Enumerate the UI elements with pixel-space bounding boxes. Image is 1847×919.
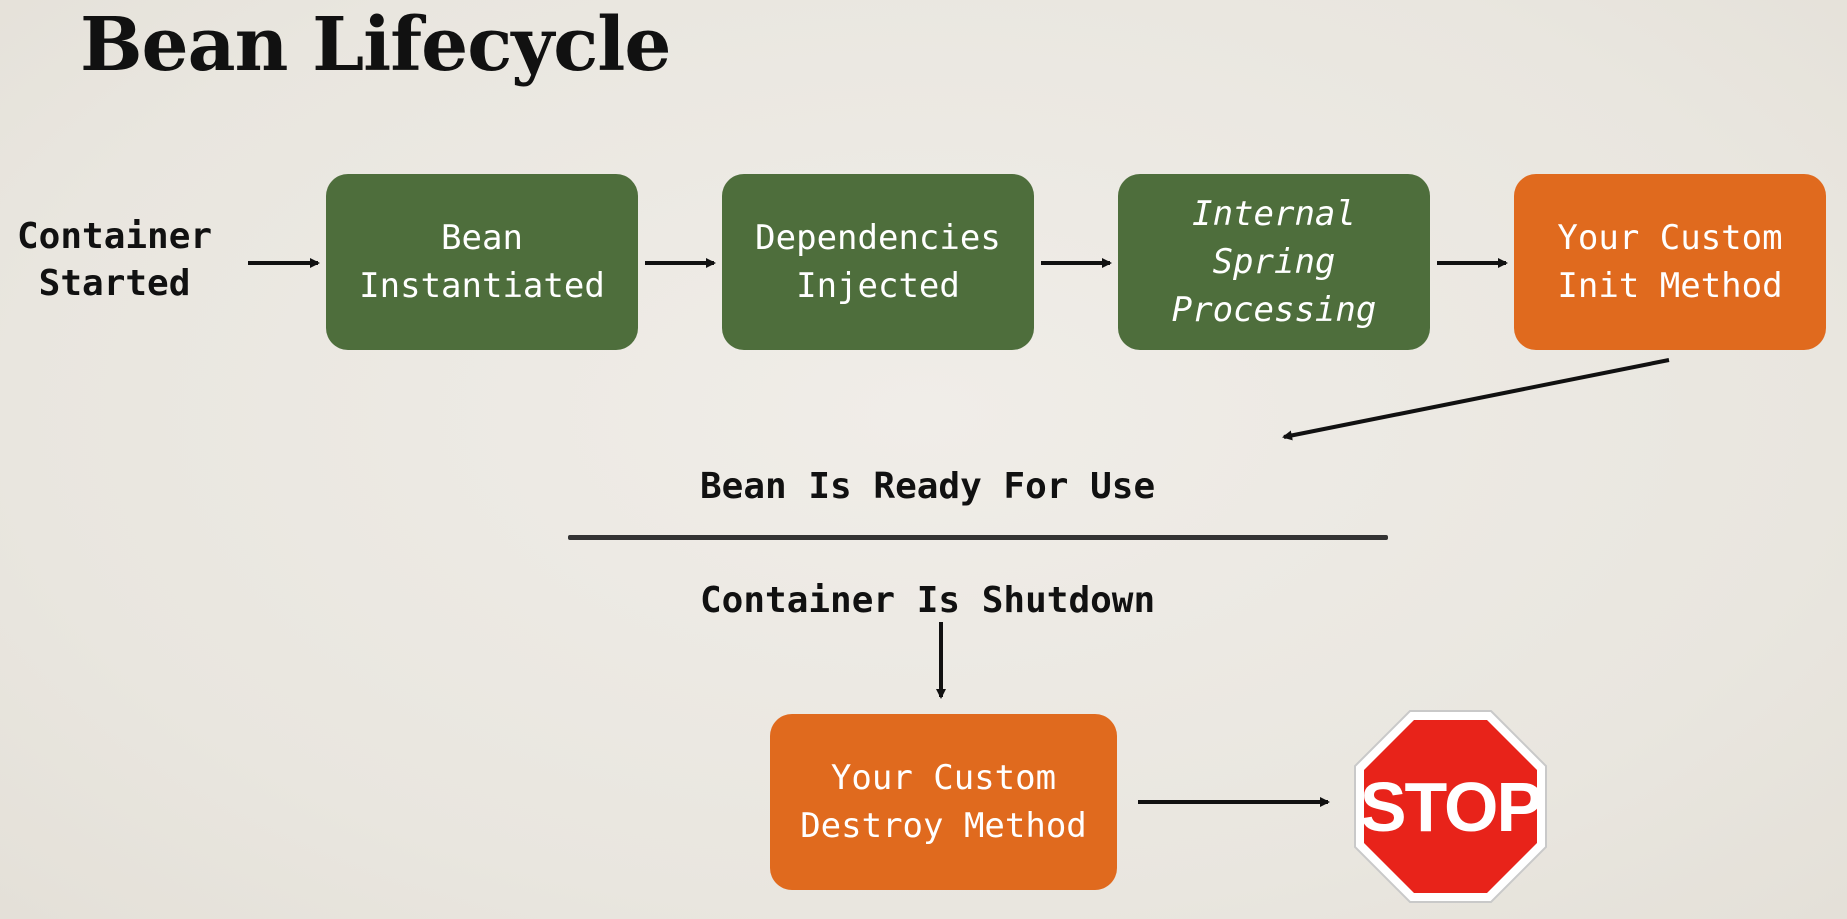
step-dependencies-injected: Dependencies Injected	[722, 174, 1034, 350]
stop-sign-face	[1364, 720, 1537, 893]
step-custom-init-method: Your Custom Init Method	[1514, 174, 1826, 350]
container-started-label: Container Started	[17, 216, 213, 304]
bean-ready-label: Bean Is Ready For Use	[700, 466, 1156, 507]
step-custom-destroy-method: Your Custom Destroy Method	[770, 714, 1117, 890]
stop-sign-icon: STOP	[1353, 709, 1548, 904]
container-shutdown-label: Container Is Shutdown	[700, 580, 1156, 621]
step-bean-instantiated: Bean Instantiated	[326, 174, 638, 350]
lifecycle-divider	[568, 535, 1388, 540]
stop-sign-text: STOP	[1359, 767, 1543, 846]
page-title: Bean Lifecycle	[80, 2, 672, 88]
step-internal-spring-processing: Internal Spring Processing	[1118, 174, 1430, 350]
arrow-init-to-ready	[1282, 358, 1670, 441]
